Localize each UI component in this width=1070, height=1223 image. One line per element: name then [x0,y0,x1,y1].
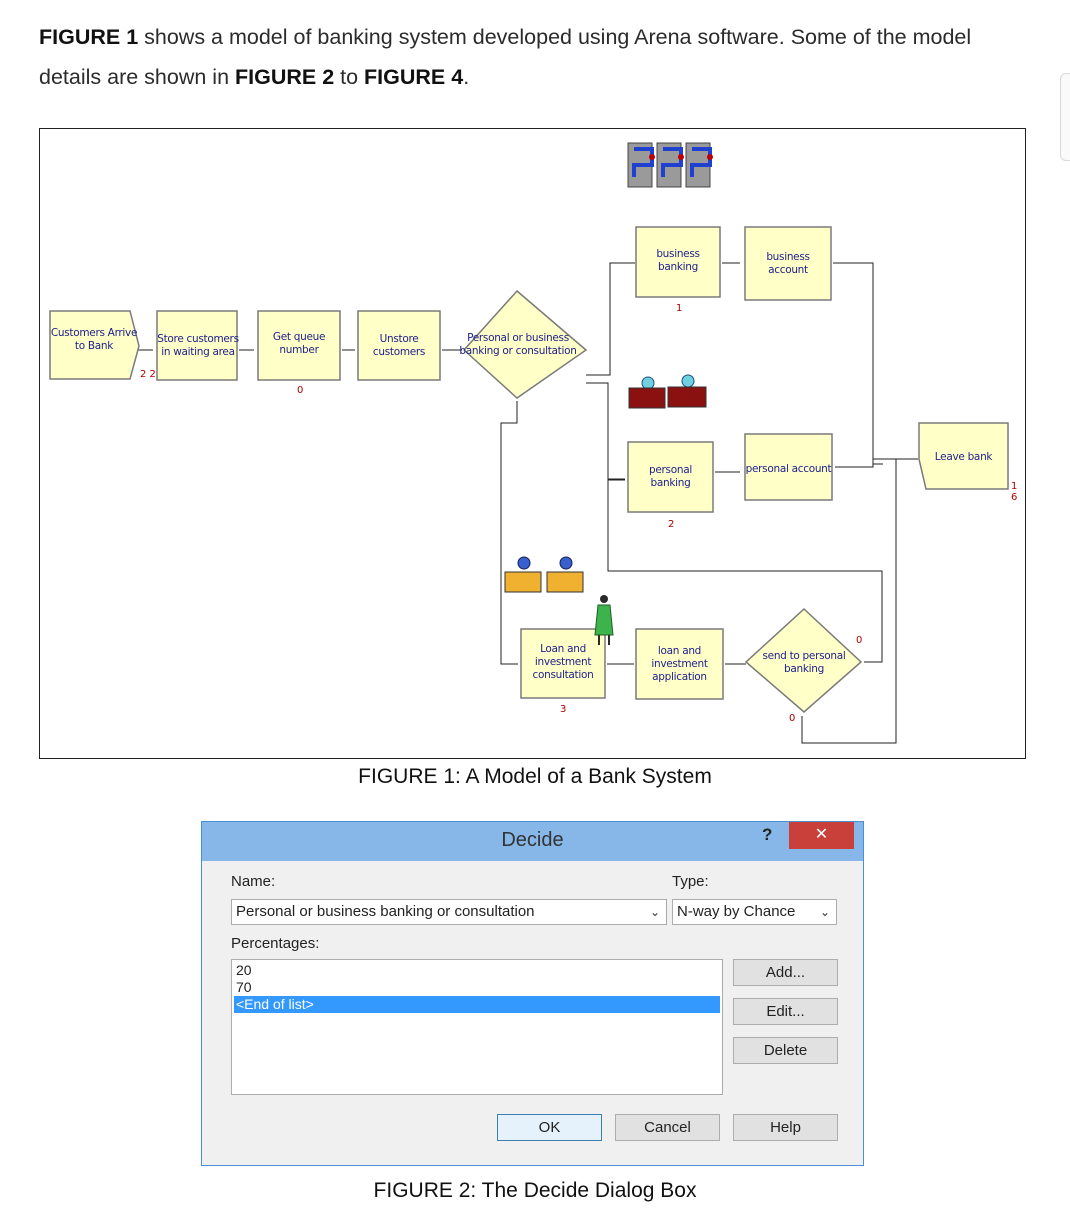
figure1-ref: FIGURE 1 [39,25,139,49]
customer-entity-icon [594,595,614,645]
intro-text-a: shows a model of banking system develope… [39,25,972,89]
process-module-store-customers[interactable] [156,310,238,381]
connector-decide-perbank [586,382,625,480]
list-item[interactable]: 20 [236,962,252,978]
dialog-body: Name: Personal or business banking or co… [209,861,856,1159]
type-combo[interactable]: N-way by Chance ⌄ [672,899,837,925]
counter-get-queue: 0 [297,385,304,396]
add-button[interactable]: Add... [733,959,838,986]
intro-text-c: . [463,65,470,89]
process-module-personal-account[interactable] [744,433,833,501]
connector-peracct-leave [835,458,918,468]
cancel-button[interactable]: Cancel [615,1114,720,1141]
arena-model-canvas [49,142,1009,744]
process-module-personal-banking[interactable] [627,441,714,513]
type-label: Type: [672,873,709,890]
list-item[interactable]: 70 [236,979,252,995]
help-icon[interactable]: ? [762,825,773,844]
ok-button[interactable]: OK [497,1114,602,1141]
connector-decide2-leave [801,459,897,744]
side-scroll-tab[interactable] [1060,73,1070,161]
decide-dialog: Decide ? ✕ Name: Personal or business ba… [201,821,864,1166]
close-icon[interactable]: ✕ [789,822,854,849]
intro-text-b: to [334,65,365,89]
figure1-caption: FIGURE 1: A Model of a Bank System [358,765,712,788]
name-label: Name: [231,873,276,890]
list-item-end-of-list[interactable]: <End of list> [234,996,720,1013]
figure4-ref: FIGURE 4 [364,65,464,89]
help-button[interactable]: Help [733,1114,838,1141]
counter-customers-arrive: 2 2 [140,369,156,380]
process-module-loan-application[interactable] [635,628,724,700]
percentages-listbox[interactable]: 20 70 <End of list> [231,959,723,1095]
dispose-module-leave-bank[interactable] [918,422,1009,490]
figure2-ref: FIGURE 2 [235,65,335,89]
process-module-business-account[interactable] [744,226,832,301]
figure2-caption: FIGURE 2: The Decide Dialog Box [373,1179,697,1202]
create-module-customers-arrive[interactable] [49,310,140,380]
intro-paragraph: FIGURE 1 shows a model of banking system… [39,17,1029,97]
dialog-title: Decide [501,829,564,851]
process-module-business-banking[interactable] [635,226,721,298]
type-combo-value: N-way by Chance [677,903,796,920]
personal-banker-resource-icon [628,374,707,409]
loan-officer-resource-icon [504,556,584,593]
process-module-get-queue[interactable] [257,310,341,381]
counter-business-banking: 1 [676,303,683,314]
decide-module-send-to-personal[interactable] [744,607,863,713]
counter-send-to-personal-false: 0 [789,713,796,724]
process-module-unstore[interactable] [357,310,441,381]
percentages-label: Percentages: [231,935,320,952]
chevron-down-icon[interactable]: ⌄ [649,905,660,919]
counter-leave-bank: 1 6 [1011,481,1018,503]
name-combo-value: Personal or business banking or consulta… [236,903,535,920]
dialog-title-bar[interactable]: Decide ? ✕ [202,822,863,861]
counter-loan-consultation: 3 [560,704,567,715]
business-banker-resource-icon [627,142,713,188]
counter-send-to-personal-true: 0 [856,635,863,646]
chevron-down-icon[interactable]: ⌄ [819,905,830,919]
counter-personal-banking: 2 [668,519,675,530]
connector-decide-bizbank [586,262,635,376]
name-combo[interactable]: Personal or business banking or consulta… [231,899,667,925]
edit-button[interactable]: Edit... [733,998,838,1025]
connector-decide-loan [500,401,518,665]
connector-bizacct-leave [833,262,883,465]
connector-decide2-perbank [607,479,883,663]
decide-module-banking-type[interactable] [462,289,588,399]
process-module-loan-consultation[interactable] [520,628,606,699]
delete-button[interactable]: Delete [733,1037,838,1064]
